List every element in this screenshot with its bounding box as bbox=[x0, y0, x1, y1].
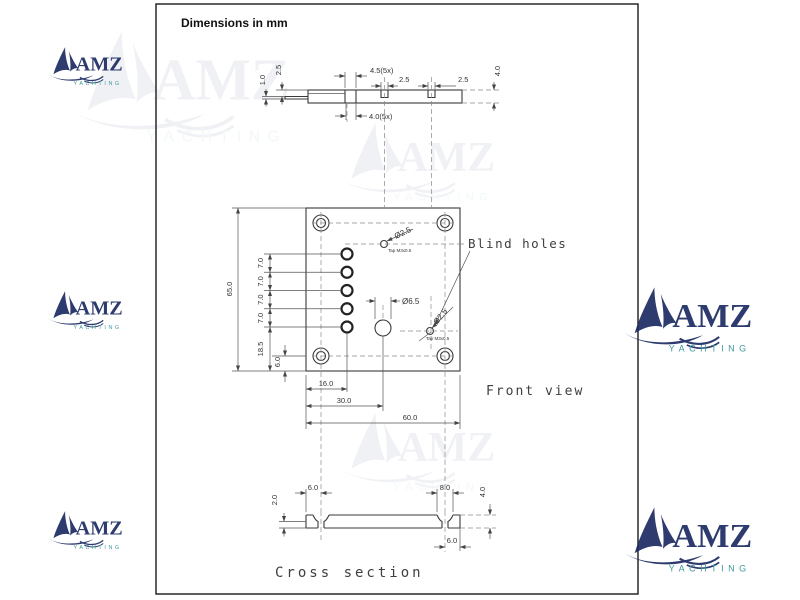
dim-tab-thickness: 1.0 bbox=[258, 75, 267, 85]
dim-countersink-dia: 8.0 bbox=[440, 483, 450, 492]
dim-blind-hole-2-dia: Ø2.5 bbox=[431, 307, 449, 327]
dim-slot-bottom-width: 4.0(5x) bbox=[369, 112, 393, 121]
dim-blind-slot-1: 2.5 bbox=[399, 75, 409, 84]
center-hole bbox=[374, 319, 392, 337]
dimensions-note: Dimensions in mm bbox=[181, 16, 288, 30]
dim-section-edge-to-hole: 6.0 bbox=[308, 483, 318, 492]
dim-plate-height: 65.0 bbox=[225, 282, 234, 297]
front-view-label: Front view bbox=[486, 384, 584, 399]
dim-center-hole-dia: Ø6.5 bbox=[402, 297, 420, 306]
watermark-mid-right bbox=[623, 286, 754, 355]
dim-bottom-span: 18.5 bbox=[256, 342, 265, 357]
tap-note-2: Tap M3x0.5 bbox=[426, 336, 450, 341]
dim-hole-pitch-4: 7.0 bbox=[256, 313, 265, 323]
dim-section-thickness: 4.0 bbox=[478, 487, 487, 497]
dim-hole-pitch-2: 7.0 bbox=[256, 276, 265, 286]
dim-blind-hole-1-dia: Ø2.5 bbox=[393, 225, 413, 241]
sheet-frame bbox=[155, 3, 639, 595]
dim-plate-thickness-top: 4.0 bbox=[493, 66, 502, 76]
dim-edge-offset: 6.0 bbox=[273, 357, 282, 367]
cross-section-view: 6.0 8.0 4.0 2.0 6.0 Cross section bbox=[270, 483, 496, 581]
dim-blind-slot-2: 2.5 bbox=[458, 75, 468, 84]
watermark-faint-center-bottom bbox=[337, 411, 497, 496]
dim-center-offset: 30.0 bbox=[337, 396, 352, 405]
blind-holes-callout: Blind holes bbox=[468, 236, 567, 251]
dim-column-offset: 16.0 bbox=[319, 379, 334, 388]
watermark-top-left bbox=[46, 46, 124, 88]
hole-column bbox=[340, 247, 354, 334]
dim-section-hole-to-edge: 6.0 bbox=[447, 536, 457, 545]
dim-hole-pitch-3: 7.0 bbox=[256, 294, 265, 304]
tap-note-1: Tap M3x0.5 bbox=[388, 248, 412, 253]
dim-slot-top-width: 4.5(5x) bbox=[370, 66, 394, 75]
top-view: 1.0 2.5 4.5(5x) 2.5 2.5 4.0 4.0(5x) bbox=[258, 65, 502, 207]
dim-hole-pitch-1: 7.0 bbox=[256, 258, 265, 268]
watermark-bottom-left bbox=[46, 510, 124, 552]
dim-tab-offset: 2.5 bbox=[274, 65, 283, 75]
dim-lower-thickness: 2.0 bbox=[270, 495, 279, 505]
watermark-mid-left bbox=[46, 290, 124, 332]
section-outline bbox=[305, 514, 461, 529]
cross-section-label: Cross section bbox=[275, 565, 424, 581]
dim-plate-width: 60.0 bbox=[403, 413, 418, 422]
watermark-faint-top-left bbox=[68, 29, 293, 148]
watermark-bottom-right bbox=[623, 506, 754, 575]
watermark-faint-center-top bbox=[337, 121, 497, 206]
